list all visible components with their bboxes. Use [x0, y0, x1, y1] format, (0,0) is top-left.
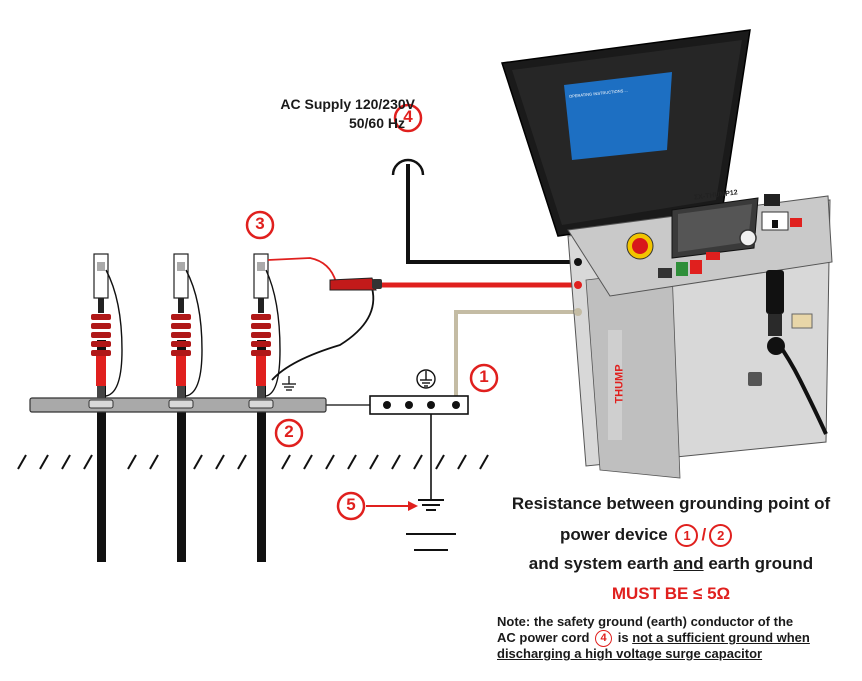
- earth-ground-lines: [406, 533, 456, 551]
- device-side-brand: THUMP: [613, 364, 626, 404]
- cable-pole-1: [97, 340, 106, 562]
- power-device-text: power device: [560, 524, 668, 544]
- protective-earth-icon: [416, 369, 436, 389]
- note-is-text: is: [617, 630, 629, 645]
- badge-separator: /: [701, 524, 707, 544]
- control-knob[interactable]: [739, 229, 757, 247]
- badge-2-number: 2: [284, 422, 294, 441]
- resistance-power-device-line: power device 1/2: [560, 524, 760, 547]
- cable-pole-3: [257, 340, 266, 562]
- badge-2: [274, 418, 304, 448]
- carry-handle[interactable]: [766, 270, 784, 314]
- inline-badge-2: 2: [709, 524, 733, 547]
- resistance-requirement: MUST BE ≤ 5Ω: [611, 584, 731, 603]
- supply-frequency-label: 50/60 Hz: [348, 115, 405, 131]
- cable-pole-2: [177, 340, 186, 562]
- badge-4: [393, 103, 423, 133]
- note-power-cord-text: AC power cord: [497, 630, 590, 645]
- resistance-earth-line: and system earth and earth ground: [490, 554, 852, 574]
- earth-ground-icon: [282, 376, 296, 391]
- earth-hatch: [17, 454, 489, 470]
- badge-5: [336, 491, 366, 521]
- resistance-heading: Resistance between grounding point of: [511, 494, 831, 513]
- badge-1: [469, 363, 499, 393]
- cable-termination-3: [248, 253, 281, 409]
- note-line-2: AC power cord 4 is not a sufficient grou…: [497, 630, 859, 648]
- inline-badge-4: 4: [595, 630, 613, 648]
- note-not-sufficient-text: not a sufficient ground when: [632, 630, 810, 645]
- ground-cable: [454, 310, 578, 398]
- hv-test-lead: [267, 257, 337, 283]
- system-earth-text: and system earth: [528, 554, 669, 573]
- inline-badge-1: 1: [675, 524, 699, 547]
- supply-cable: [406, 178, 578, 264]
- ac-plug-icon: [391, 158, 425, 178]
- earth-ground-text: earth ground: [708, 554, 814, 573]
- lid-instruction-text: OPERATING INSTRUCTIONS ...: [568, 87, 628, 99]
- device-side-panel: [585, 269, 681, 479]
- cable-termination-1: [88, 253, 123, 409]
- system-earth-icon: [418, 499, 444, 511]
- ground-terminal-box: [369, 395, 469, 415]
- key-switch[interactable]: [658, 268, 672, 278]
- badge-5-number: 5: [346, 495, 356, 514]
- surge-generator-device: [501, 29, 833, 479]
- badge-4-number: 4: [403, 107, 413, 126]
- badge-3: [245, 210, 275, 240]
- note-line-1: Note: the safety ground (earth) conducto…: [497, 614, 794, 629]
- device-power-cable: [774, 338, 828, 435]
- note-line-3: discharging a high voltage surge capacit…: [497, 646, 763, 661]
- supply-voltage-label: AC Supply 120/230V: [280, 96, 415, 112]
- lid-instruction-panel: [564, 72, 672, 160]
- and-underlined: and: [673, 554, 704, 573]
- alligator-clip: [329, 277, 382, 291]
- return-lead: [271, 287, 375, 381]
- right-arrow-icon: [366, 501, 418, 511]
- cable-termination-2: [168, 253, 203, 409]
- cable-poles: [97, 340, 266, 562]
- badge-3-number: 3: [255, 214, 265, 233]
- badge-1-number: 1: [479, 367, 489, 386]
